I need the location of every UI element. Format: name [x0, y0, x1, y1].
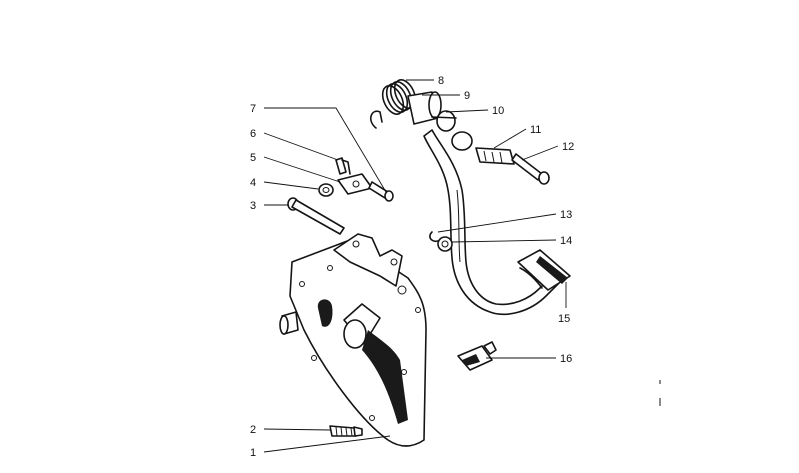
callout-label-8: 8 — [438, 75, 444, 87]
callout-9: 9 — [422, 90, 470, 102]
callout-15: 15 — [558, 282, 570, 325]
callout-label-2: 2 — [250, 424, 256, 436]
callout-1: 1 — [250, 435, 391, 459]
callout-label-5: 5 — [250, 152, 256, 164]
callout-label-4: 4 — [250, 177, 256, 189]
pivot-pin-part — [511, 153, 550, 185]
stop-light-switch-part — [457, 341, 497, 371]
callout-label-15: 15 — [558, 313, 570, 325]
callout-10: 10 — [445, 105, 504, 117]
callout-3: 3 — [250, 200, 288, 212]
pedal-assembly — [369, 79, 571, 316]
bolt-part — [287, 197, 345, 235]
pedal-arm-part — [423, 129, 561, 316]
callout-7: 7 — [250, 103, 387, 193]
pedal-bracket — [279, 233, 427, 447]
callout-label-13: 13 — [560, 209, 572, 221]
shaft-sleeve-part — [475, 147, 515, 165]
spring-clip-part — [335, 157, 351, 175]
pedal-pad-part — [517, 249, 571, 291]
nut-part — [318, 183, 334, 197]
clevis-part — [337, 173, 373, 195]
callout-6: 6 — [250, 128, 339, 161]
bearing-sleeve-part — [431, 110, 457, 132]
callout-label-14: 14 — [560, 235, 572, 247]
callout-11: 11 — [493, 124, 541, 149]
callout-5: 5 — [250, 152, 341, 183]
callout-4: 4 — [250, 177, 319, 190]
callout-label-1: 1 — [250, 447, 256, 459]
callout-12: 12 — [521, 141, 574, 161]
callout-label-11: 11 — [530, 124, 541, 136]
callout-14: 14 — [451, 235, 572, 247]
callout-13: 13 — [437, 209, 572, 233]
callout-label-9: 9 — [464, 90, 470, 102]
callout-label-12: 12 — [562, 141, 574, 153]
callout-2: 2 — [250, 424, 331, 436]
callout-label-3: 3 — [250, 200, 256, 212]
callout-label-16: 16 — [560, 353, 572, 365]
screw-part — [329, 425, 363, 437]
callout-8: 8 — [406, 75, 444, 87]
callout-label-10: 10 — [492, 105, 504, 117]
washer-part — [437, 236, 453, 252]
callout-label-7: 7 — [250, 103, 256, 115]
callout-16: 16 — [486, 353, 572, 365]
clevis-pin-part — [368, 181, 394, 202]
callout-label-6: 6 — [250, 128, 256, 140]
bushing-part — [407, 91, 442, 125]
pedal-boss — [343, 303, 381, 349]
